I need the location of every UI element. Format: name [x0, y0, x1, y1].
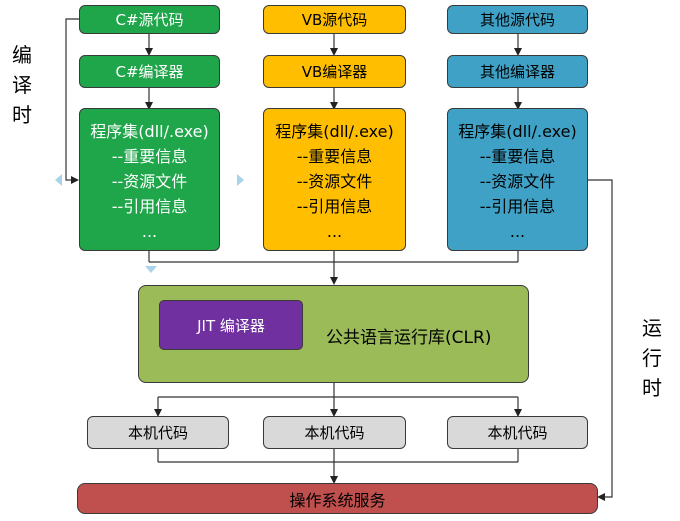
os-services-box: 操作系统服务	[77, 483, 598, 514]
compile-time-char: 译	[12, 73, 32, 97]
assembly-ellipsis: ...	[509, 222, 526, 241]
vb-assembly-box: 程序集(dll/.exe) --重要信息 --资源文件 --引用信息 ...	[263, 108, 406, 251]
assembly-ellipsis: ...	[326, 222, 343, 241]
other-source-box: 其他源代码	[447, 5, 588, 34]
vb-source-box: VB源代码	[263, 5, 406, 34]
jit-compiler-box: JIT 编译器	[159, 300, 303, 350]
assembly-item: --资源文件	[296, 172, 373, 191]
assembly-title: 程序集(dll/.exe)	[458, 122, 577, 141]
native-code-box: 本机代码	[263, 416, 406, 449]
native-code-label: 本机代码	[487, 424, 548, 442]
assembly-item: --引用信息	[111, 197, 188, 216]
run-time-char: 行	[642, 346, 662, 370]
compile-time-char: 编	[12, 43, 32, 67]
clr-label: 公共语言运行库(CLR)	[326, 328, 492, 348]
run-time-char: 时	[642, 376, 662, 400]
assembly-item: --重要信息	[479, 147, 556, 166]
jit-compiler-label: JIT 编译器	[197, 316, 265, 335]
csharp-compiler-box: C#编译器	[79, 55, 220, 88]
handle-right-icon	[237, 174, 244, 186]
assembly-item: --资源文件	[479, 172, 556, 191]
assembly-item: --重要信息	[111, 147, 188, 166]
run-time-char: 运	[642, 316, 662, 340]
assembly-title: 程序集(dll/.exe)	[275, 122, 394, 141]
other-compiler-box: 其他编译器	[447, 55, 588, 88]
vb-compiler-label: VB编译器	[301, 63, 368, 81]
other-assembly-box: 程序集(dll/.exe) --重要信息 --资源文件 --引用信息 ...	[447, 108, 588, 251]
assembly-item: --资源文件	[111, 172, 188, 191]
assembly-item: --引用信息	[296, 197, 373, 216]
handle-bottom-icon	[145, 266, 157, 273]
vb-source-label: VB源代码	[301, 11, 368, 29]
native-code-box: 本机代码	[447, 416, 588, 449]
native-code-box: 本机代码	[87, 416, 229, 449]
csharp-source-label: C#源代码	[115, 11, 184, 29]
csharp-assembly-box: 程序集(dll/.exe) --重要信息 --资源文件 --引用信息 ...	[79, 108, 220, 251]
vb-compiler-box: VB编译器	[263, 55, 406, 88]
csharp-compiler-label: C#编译器	[115, 63, 184, 81]
handle-left-icon	[55, 174, 62, 186]
assembly-title: 程序集(dll/.exe)	[90, 122, 209, 141]
other-compiler-label: 其他编译器	[479, 63, 555, 81]
run-time-label: 运 行 时	[642, 313, 662, 403]
other-source-label: 其他源代码	[479, 11, 555, 29]
assembly-ellipsis: ...	[141, 222, 158, 241]
assembly-item: --重要信息	[296, 147, 373, 166]
native-code-label: 本机代码	[127, 424, 188, 442]
csharp-source-box: C#源代码	[79, 5, 220, 34]
assembly-item: --引用信息	[479, 197, 556, 216]
os-services-label: 操作系统服务	[289, 490, 386, 510]
native-code-label: 本机代码	[304, 424, 365, 442]
compile-time-char: 时	[12, 103, 32, 127]
compile-time-label: 编 译 时	[12, 40, 32, 130]
